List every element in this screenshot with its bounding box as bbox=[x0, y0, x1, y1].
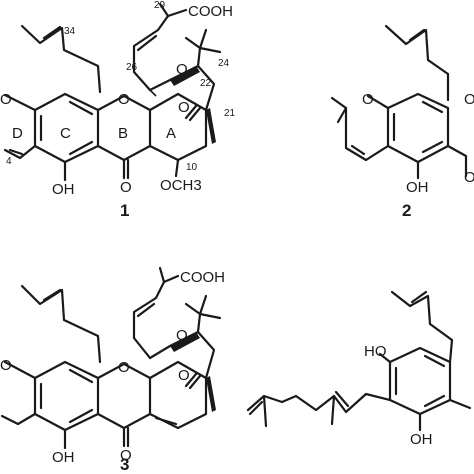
c3-side-chain bbox=[132, 280, 166, 360]
c1-bold-wedge-2 bbox=[206, 108, 216, 144]
compound-2-label: 2 bbox=[402, 201, 411, 220]
c3-ketone-bond bbox=[184, 372, 202, 390]
c1-locant-34: 34 bbox=[64, 26, 76, 37]
c1-chromene-o: O bbox=[0, 91, 12, 108]
c1-ketone-bond bbox=[184, 104, 202, 122]
c4-hydroxy-bottom: OH bbox=[410, 431, 433, 448]
c1-ring-label-a: A bbox=[166, 125, 176, 142]
c1-locant-26: 26 bbox=[126, 62, 138, 73]
c1-hash-1 bbox=[149, 89, 157, 97]
c1-locant-22: 22 bbox=[200, 78, 212, 89]
c3-acid-bond bbox=[162, 274, 180, 284]
c2-pyran-o: O bbox=[362, 91, 374, 108]
c2-side-bond bbox=[446, 144, 468, 178]
c3-ring-a bbox=[148, 360, 208, 430]
c3-ring-a-double bbox=[154, 416, 178, 426]
c4-hydroxy-top: HO bbox=[364, 343, 387, 360]
c2-gem-dimethyl bbox=[330, 96, 348, 124]
compound-2-structure bbox=[330, 24, 468, 180]
c3-bold-wedge bbox=[170, 332, 200, 352]
compound-1-structure bbox=[3, 2, 222, 182]
c3-ring-c bbox=[33, 360, 100, 432]
c4-geranyl-chain bbox=[246, 392, 392, 428]
c1-xanthone-o: O bbox=[120, 179, 132, 196]
c1-ring-d-double bbox=[8, 148, 24, 156]
c1-ring-label-c: C bbox=[60, 125, 71, 142]
c1-gem-dimethyl bbox=[198, 28, 222, 54]
c2-pyran-double bbox=[350, 144, 366, 156]
c1-side-chain bbox=[132, 14, 170, 92]
c1-ring-b bbox=[96, 94, 152, 162]
c1-ring-c bbox=[33, 92, 100, 164]
c1-acid-bond bbox=[166, 8, 188, 18]
c4-aromatic-double bbox=[394, 354, 446, 408]
compound-1-label: 1 bbox=[120, 201, 129, 220]
c2-aromatic-double bbox=[392, 100, 444, 154]
c3-chromene-o: O bbox=[0, 357, 12, 374]
compound-4-structure bbox=[246, 290, 472, 432]
compound-3-structure bbox=[0, 266, 222, 450]
c2-prenyl-double bbox=[408, 28, 426, 42]
c3-ring-b bbox=[96, 362, 152, 430]
c1-hydroxy: OH bbox=[52, 181, 75, 198]
c1-locant-21: 21 bbox=[224, 108, 236, 119]
c4-oh-top-bond bbox=[378, 352, 392, 364]
c3-pyran-o: O bbox=[118, 359, 130, 376]
c1-pyran-o: O bbox=[118, 91, 130, 108]
c1-ring-label-b: B bbox=[118, 125, 128, 142]
c3-side-double bbox=[136, 302, 156, 318]
c1-methoxy: OCH3 bbox=[160, 177, 202, 194]
c1-methyl-29 bbox=[158, 2, 170, 18]
c1-ring-a bbox=[148, 92, 208, 162]
c3-hydroxy: OH bbox=[52, 449, 75, 466]
c3-gem-dimethyl bbox=[198, 294, 222, 320]
c1-acid-label: COOH bbox=[188, 3, 233, 20]
c3-xanthone-o: O bbox=[120, 447, 132, 464]
c2-hydroxy: OH bbox=[406, 179, 429, 196]
c4-geranyl-methyl bbox=[330, 394, 336, 426]
c3-methyl bbox=[158, 266, 166, 284]
c1-ketone-o: O bbox=[178, 99, 190, 116]
compound-3-label: 3 bbox=[120, 455, 129, 474]
c3-carbonyl-bottom bbox=[122, 426, 130, 448]
c1-ring-c-double bbox=[39, 100, 94, 156]
c1-locant-29: 29 bbox=[154, 0, 166, 11]
c3-prenyl-double bbox=[42, 288, 62, 302]
c3-prenyl-chain bbox=[20, 284, 102, 364]
c1-locant-4: 4 bbox=[6, 156, 12, 167]
c1-locant-10: 10 bbox=[186, 162, 198, 173]
c1-carbonyl-bottom bbox=[122, 158, 130, 180]
c2-aromatic bbox=[386, 92, 450, 164]
c1-prenyl-double bbox=[42, 25, 62, 40]
c1-bold-wedge bbox=[170, 66, 200, 86]
c2-prenyl-chain bbox=[384, 24, 450, 102]
c4-prenyl-chain bbox=[390, 290, 454, 364]
c1-side-double bbox=[136, 34, 158, 52]
c1-ring-label-d: D bbox=[12, 125, 23, 142]
c4-prenyl-double bbox=[410, 290, 428, 304]
c2-aryl-o: O bbox=[464, 91, 474, 108]
c2-pyran bbox=[344, 94, 390, 162]
c3-ketone-o: O bbox=[178, 367, 190, 384]
c3-bold-wedge-2 bbox=[206, 376, 216, 412]
c4-geranyl-double-2 bbox=[248, 400, 264, 416]
c4-aromatic bbox=[388, 346, 452, 416]
c4-geranyl-double-1 bbox=[334, 390, 350, 408]
c1-c10-methoxy bbox=[174, 158, 180, 178]
c2-side-o: O bbox=[464, 169, 474, 186]
c1-prenyl-chain bbox=[20, 24, 102, 94]
c3-ether-o: O bbox=[176, 327, 188, 344]
c3-ring-c-double bbox=[39, 368, 94, 424]
c1-locant-24: 24 bbox=[218, 58, 230, 69]
c1-ether-o: O bbox=[176, 61, 188, 78]
c3-acid-label: COOH bbox=[180, 269, 225, 286]
c4-right-bond bbox=[448, 398, 472, 410]
